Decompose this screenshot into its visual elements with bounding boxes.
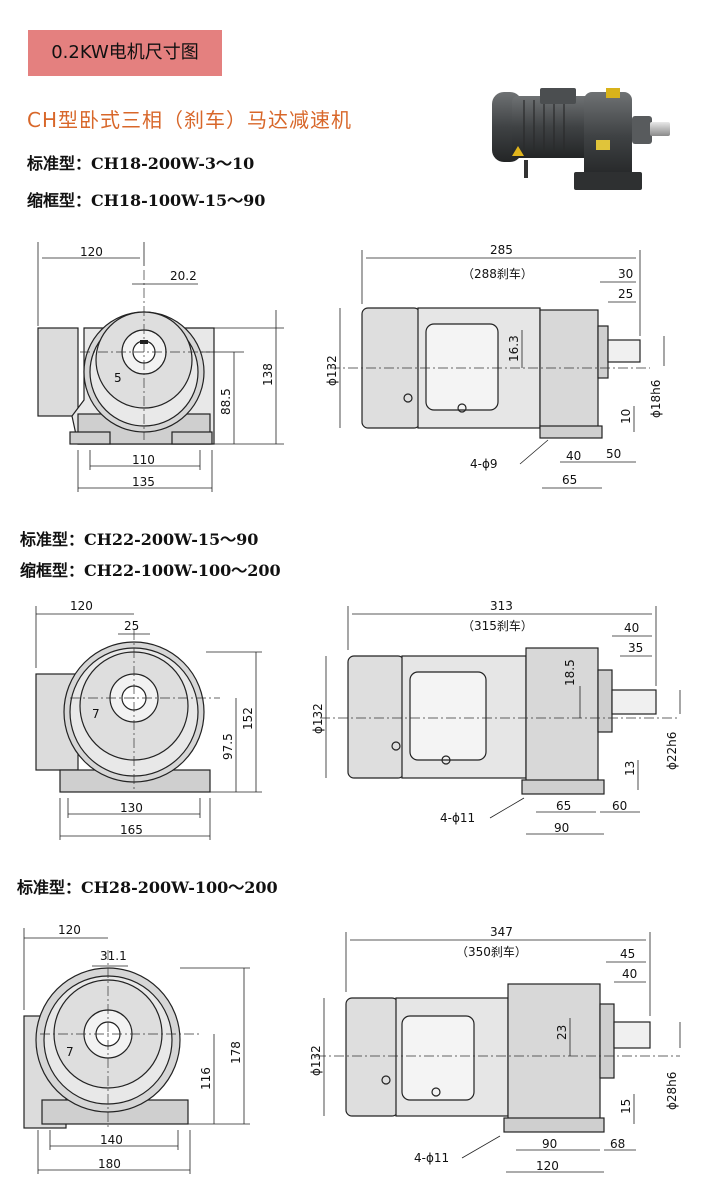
dim-phi132: ϕ132 — [325, 355, 339, 386]
dim-shaft-28h6: ϕ28h6 — [665, 1072, 679, 1110]
dim-40: 40 — [566, 449, 581, 463]
dim-shaft-18h6: ϕ18h6 — [649, 380, 663, 418]
dim-13: 13 — [623, 761, 637, 776]
spec-ch22-compact: 缩框型：CH22-100W-100～200 — [20, 561, 281, 580]
ch18-side-view: 285 （288刹车） 30 25 ϕ132 16.3 ϕ18h6 10 4-ϕ… — [325, 243, 665, 489]
dim-315-brake: （315刹车） — [462, 618, 533, 633]
dim-120-base: 120 — [536, 1159, 559, 1173]
dim-25: 25 — [124, 619, 139, 633]
ch22-front-view: 120 25 7 97.5 152 130 165 — [35, 599, 262, 840]
dim-key-5: 5 — [114, 371, 122, 385]
spec-ch18-compact: 缩框型：CH18-100W-15～90 — [27, 191, 266, 210]
dim-116: 116 — [199, 1067, 213, 1090]
dim-140: 140 — [100, 1133, 123, 1147]
spec-ch18-standard: 标准型：CH18-200W-3～10 — [27, 154, 255, 173]
dim-88-5: 88.5 — [219, 388, 233, 415]
dim-40: 40 — [624, 621, 639, 635]
dim-50: 50 — [606, 447, 621, 461]
dim-key-7: 7 — [66, 1045, 74, 1059]
dim-35: 35 — [628, 641, 643, 655]
dim-phi132: ϕ132 — [311, 703, 325, 734]
dim-18-5: 18.5 — [563, 659, 577, 686]
dim-16-3: 16.3 — [507, 335, 521, 362]
gear-motor-photo — [492, 88, 670, 190]
dim-90: 90 — [542, 1137, 557, 1151]
dim-178: 178 — [229, 1041, 243, 1064]
dim-holes-4-phi11: 4-ϕ11 — [414, 1151, 449, 1165]
dim-120: 120 — [70, 599, 93, 613]
dim-45: 45 — [620, 947, 635, 961]
title-banner: 0.2KW电机尺寸图 — [28, 30, 222, 76]
dim-holes-4-phi9: 4-ϕ9 — [470, 457, 498, 471]
ch22-side-view: 313 （315刹车） 40 35 ϕ132 18.5 ϕ22h6 13 4-ϕ… — [311, 599, 681, 835]
ch28-side-view: 347 （350刹车） 45 40 ϕ132 23 ϕ28h6 15 4-ϕ11… — [309, 925, 681, 1173]
dim-23: 23 — [555, 1025, 569, 1040]
spec-ch28-standard: 标准型：CH28-200W-100～200 — [17, 878, 278, 897]
dim-120: 120 — [58, 923, 81, 937]
dim-138: 138 — [261, 363, 275, 386]
dim-phi132: ϕ132 — [309, 1045, 323, 1076]
dim-165: 165 — [120, 823, 143, 837]
dim-65: 65 — [556, 799, 571, 813]
ch28-front-view: 120 31.1 7 116 178 140 180 — [23, 923, 250, 1174]
dim-90: 90 — [554, 821, 569, 835]
dim-key-7: 7 — [92, 707, 100, 721]
dim-25: 25 — [618, 287, 633, 301]
dim-40: 40 — [622, 967, 637, 981]
dim-15: 15 — [619, 1099, 633, 1114]
dim-313: 313 — [490, 599, 513, 613]
dim-180: 180 — [98, 1157, 121, 1171]
dim-holes-4-phi11: 4-ϕ11 — [440, 811, 475, 825]
product-subtitle: CH型卧式三相（刹车）马达减速机 — [27, 108, 353, 132]
dim-20-2: 20.2 — [170, 269, 197, 283]
dim-285: 285 — [490, 243, 513, 257]
dim-65: 65 — [562, 473, 577, 487]
dim-350-brake: （350刹车） — [456, 944, 527, 959]
dim-shaft-22h6: ϕ22h6 — [665, 732, 679, 770]
dim-120: 120 — [80, 245, 103, 259]
dim-10: 10 — [619, 409, 633, 424]
dim-288-brake: （288刹车） — [462, 266, 533, 281]
ch18-front-view: 120 20.2 5 88.5 138 110 135 — [37, 242, 284, 492]
dim-31-1: 31.1 — [100, 949, 127, 963]
dim-68: 68 — [610, 1137, 625, 1151]
dim-110: 110 — [132, 453, 155, 467]
dim-30: 30 — [618, 267, 633, 281]
dim-97-5: 97.5 — [221, 733, 235, 760]
dim-130: 130 — [120, 801, 143, 815]
spec-ch22-standard: 标准型：CH22-200W-15～90 — [20, 530, 259, 549]
dim-135: 135 — [132, 475, 155, 489]
dim-152: 152 — [241, 707, 255, 730]
dim-60: 60 — [612, 799, 627, 813]
dim-347: 347 — [490, 925, 513, 939]
